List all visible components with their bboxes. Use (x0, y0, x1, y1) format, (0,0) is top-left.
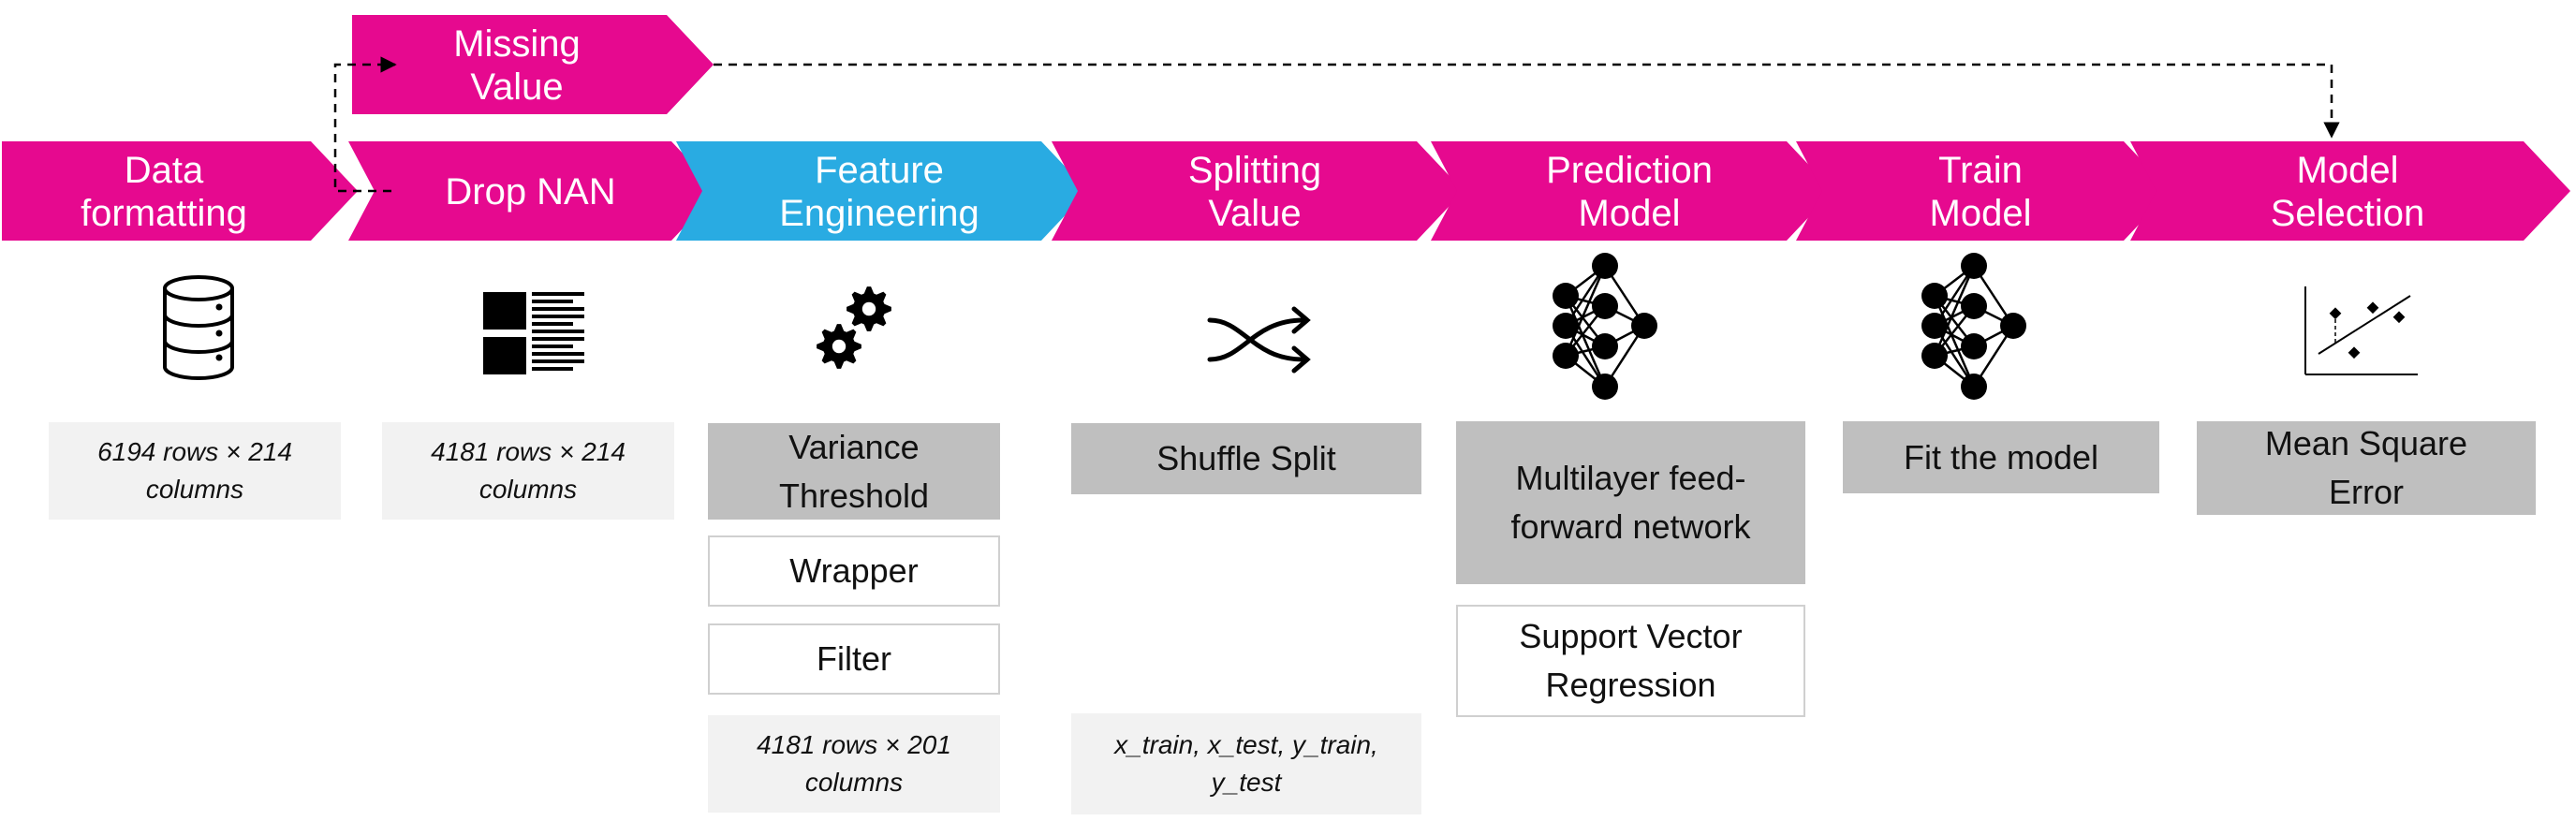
filter-box: Filter (708, 623, 1000, 695)
mse-box: Mean Square Error (2197, 421, 2536, 515)
shuffle-icon (1207, 306, 1311, 374)
neural-network-icon (1553, 253, 1657, 400)
chevron-label-feature-engineering-1: Engineering (779, 193, 979, 234)
chevron-label-splitting-value-1: Value (1208, 193, 1301, 234)
svr-box: Support Vector Regression (1456, 605, 1805, 717)
neural-network-icon (1921, 253, 2026, 400)
fit-model-box: Fit the model (1843, 421, 2159, 493)
chevron-label-missing-value-1: Value (470, 66, 563, 108)
chevron-drop-nan: Drop NAN (348, 141, 718, 241)
variance-threshold-box: Variance Threshold (708, 423, 1000, 520)
wrapper-box: Wrapper (708, 535, 1000, 607)
gears-icon (817, 286, 891, 369)
chevron-label-splitting-value-0: Splitting (1188, 150, 1321, 191)
database-icon (163, 275, 234, 380)
chevron-label-data-formatting-0: Data (125, 150, 204, 191)
split-outputs: x_train, x_test, y_train, y_test (1071, 713, 1421, 814)
barcode-icon (483, 292, 584, 374)
scatter-plot-icon (2304, 286, 2418, 375)
chevron-label-prediction-model-1: Model (1579, 193, 1681, 234)
chevron-label-train-model-1: Model (1930, 193, 2032, 234)
multilayer-network-box: Multilayer feed- forward network (1456, 421, 1805, 584)
dropnan-row-count: 4181 rows × 214 columns (382, 422, 674, 520)
chevron-label-feature-engineering-0: Feature (815, 150, 944, 191)
chevron-label-missing-value-0: Missing (453, 23, 581, 65)
shuffle-split-box: Shuffle Split (1071, 423, 1421, 494)
chevron-label-train-model-0: Train (1938, 150, 2023, 191)
feature-row-count: 4181 rows × 201 columns (708, 715, 1000, 813)
chevron-label-prediction-model-0: Prediction (1546, 150, 1713, 191)
formatting-row-count: 6194 rows × 214 columns (49, 422, 341, 520)
connector-arrows (333, 56, 2340, 193)
chevron-label-model-selection-0: Model (2297, 150, 2399, 191)
chevron-label-model-selection-1: Selection (2271, 193, 2425, 234)
chevron-label-data-formatting-1: formatting (81, 193, 247, 234)
chevron-label-drop-nan-0: Drop NAN (445, 171, 615, 213)
